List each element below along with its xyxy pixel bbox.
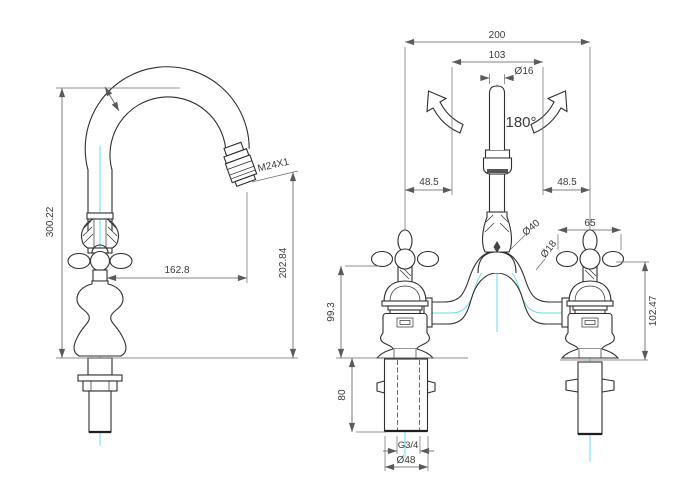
dim-offset-right: 48.5 [557, 177, 577, 188]
swivel-arrow-right-icon [530, 90, 568, 134]
front-view: 180° 200 [326, 30, 659, 471]
dim-overall-height: 300.22 [45, 206, 56, 237]
dim-body-height-left: 99.3 [326, 302, 337, 322]
dim-handle-width: 65 [584, 218, 596, 229]
dim-tail-length: 80 [337, 389, 348, 401]
bridge-arch [423, 250, 571, 328]
column-finial [493, 241, 501, 253]
left-tail-front [376, 358, 436, 433]
tap-body-side [73, 280, 127, 357]
dim-inlet-thread: G3/4 [398, 440, 419, 451]
dim-offset-left: 48.5 [419, 177, 439, 188]
right-tail-front [565, 361, 615, 436]
dim-column-diameter: Ø40 [521, 218, 543, 239]
spout-wall-gauge-arrow [104, 86, 120, 112]
left-pillar [370, 229, 440, 359]
swivel-spout [488, 85, 506, 150]
dim-body-height-right: 102.47 [648, 295, 659, 326]
spout-outer-wall [84, 66, 250, 231]
center-column [482, 85, 513, 253]
dim-overall-width: 200 [489, 30, 506, 41]
dim-base-diameter: Ø48 [397, 455, 416, 466]
dim-spout-diameter: Ø16 [515, 66, 534, 77]
side-view: 300.22 162.8 202.84 M24X1 [45, 66, 299, 446]
spout-union [80, 212, 120, 254]
right-pillar [555, 229, 625, 359]
dim-swivel-angle: 180° [505, 114, 536, 131]
dim-spout-reach: 162.8 [164, 265, 189, 276]
swivel-arrow-left-icon [426, 90, 464, 134]
aerator [223, 141, 258, 188]
dim-spout-span: 103 [489, 50, 506, 61]
tail-side [77, 357, 123, 434]
aerator-slot [487, 169, 508, 173]
cross-handle-side [67, 244, 133, 282]
dim-outlet-height: 202.84 [278, 247, 289, 278]
spout-inner-wall [109, 96, 227, 231]
dim-aerator-thread: M24X1 [257, 157, 291, 175]
side-view-dimensions: 300.22 162.8 202.84 M24X1 [45, 87, 299, 359]
